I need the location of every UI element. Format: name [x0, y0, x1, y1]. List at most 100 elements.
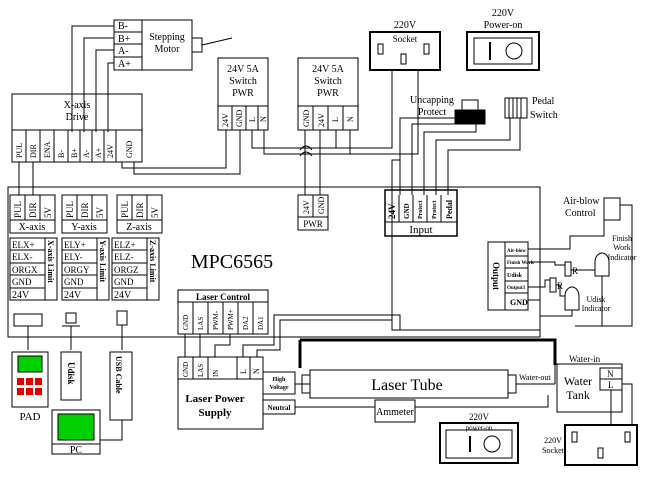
- resistor-label: R: [572, 266, 578, 276]
- drive-pin: GND: [125, 140, 134, 158]
- finish-label-1: Finish: [612, 234, 632, 243]
- pad-device: [11, 351, 49, 408]
- stepper-pin: A-: [118, 46, 129, 57]
- water-out-label: Water-out: [519, 373, 551, 382]
- stepper-title-2: Motor: [155, 44, 181, 55]
- drive-pin: A-: [82, 149, 91, 158]
- psu1-pin: 24V: [221, 113, 230, 127]
- input-label: Input: [409, 224, 432, 236]
- socket-top-label-2: Socket: [393, 34, 418, 44]
- z-limit-pin: 24V: [114, 290, 132, 301]
- z-port-pin: DIR: [135, 203, 145, 219]
- x-limit-pin: ELX-: [12, 252, 33, 262]
- pwr-pin: 24V: [302, 200, 311, 214]
- drive-pin: ENA: [43, 141, 52, 158]
- drive-pin: A+: [94, 147, 103, 158]
- water-tank-pin: N: [607, 369, 614, 379]
- psu2-line-2: Switch: [314, 76, 342, 87]
- udisk-indicator-label-2: Indicator: [582, 304, 611, 313]
- z-port-pin: 5V: [150, 207, 160, 219]
- ammeter: [374, 399, 416, 423]
- resistor-label: R: [557, 281, 563, 291]
- pedal-switch: [504, 97, 528, 119]
- laser-control-label: Laser Control: [196, 292, 250, 302]
- socket-bottom-label-2: Socket: [542, 446, 565, 455]
- laser-control-pin: DA1: [257, 316, 265, 330]
- x-limit-pin: ELX+: [12, 240, 35, 250]
- output-pin: GND: [510, 298, 528, 307]
- z-port-label: Z-axis: [126, 222, 152, 233]
- air-blow-label-2: Control: [565, 208, 596, 219]
- y-limit-pin: ELY+: [64, 240, 86, 250]
- drive-pin: 24V: [106, 144, 115, 158]
- z-limit-pin: GND: [114, 277, 134, 287]
- y-limit-pin: ELY-: [64, 252, 83, 262]
- udisk-device: [60, 351, 82, 401]
- laser-control-pin: PWM-: [212, 310, 220, 330]
- water-tank-label-1: Water: [564, 374, 592, 388]
- uncapping-label-1: Uncapping: [410, 95, 454, 106]
- udisk-lamp: [564, 286, 580, 311]
- drive-pin: B+: [70, 148, 79, 158]
- high-voltage-label-2: Voltage: [269, 385, 288, 391]
- air-blow-label-1: Air-blow: [563, 196, 600, 207]
- drive-pin: B-: [57, 150, 66, 158]
- psu1-line-3: PWR: [232, 88, 254, 99]
- x-drive-title-1: X-axis: [64, 100, 91, 111]
- x-limit-pin: ORGX: [12, 265, 38, 275]
- finish-label-3: Indicator: [608, 253, 637, 262]
- x-port-pin: DIR: [28, 203, 38, 219]
- psu1-pin: N: [259, 116, 268, 122]
- z-limit-pin: ELZ-: [114, 252, 134, 262]
- pc-device: [51, 409, 101, 455]
- laser-control-pin: DA2: [242, 316, 250, 330]
- psu2-line-1: 24V 5A: [312, 64, 345, 75]
- laser-control-pin: PWM+: [227, 309, 235, 330]
- power-on-bottom: [439, 422, 519, 464]
- input-pin: GND: [403, 203, 411, 219]
- input-pin: 24V: [387, 203, 397, 219]
- pad-label: PAD: [20, 411, 41, 423]
- drive-pin: DIR: [29, 144, 38, 158]
- socket-top-label-1: 220V: [394, 20, 417, 31]
- usb-port-icon: [116, 310, 128, 326]
- x-limit-pin: GND: [12, 277, 32, 287]
- lps-pin: LAS: [197, 364, 205, 377]
- output-pin: Air-blow: [507, 249, 526, 254]
- lps-title-2: Supply: [198, 407, 232, 419]
- power-on-bottom-label-2: power-on: [466, 424, 493, 432]
- lps-title-1: Laser Power: [185, 393, 244, 405]
- y-limit-pin: 24V: [64, 290, 82, 301]
- stepper-pin: B-: [118, 21, 128, 32]
- input-pin: Protect: [418, 200, 424, 219]
- socket-bottom-label-1: 220V: [544, 436, 562, 445]
- psu2-pin: 24V: [317, 113, 326, 127]
- laser-control-pin: LAS: [197, 317, 205, 330]
- usb-cable-device: [109, 351, 133, 421]
- usb-label: USB Cable: [114, 356, 123, 394]
- output-pin: Udisk: [507, 273, 523, 279]
- stepper-title-1: Stepping: [149, 32, 185, 43]
- power-on-top-label-2: Power-on: [484, 20, 523, 31]
- socket-top: [369, 31, 441, 71]
- y-limit-pin: GND: [64, 277, 84, 287]
- db9-port-icon: [13, 313, 43, 327]
- laser-control-pin: GND: [182, 315, 190, 330]
- y-limit-label: Y-axis Limit: [98, 240, 107, 282]
- z-port-pin: PUL: [120, 201, 130, 218]
- output-pin: Finish Work: [507, 261, 534, 266]
- udisk-label: Udisk: [66, 362, 76, 385]
- x-drive-title-2: Drive: [66, 112, 89, 123]
- input-pin: Protect: [432, 200, 438, 219]
- power-on-bottom-label-1: 220V: [469, 412, 490, 422]
- x-axis-drive: [11, 93, 143, 163]
- water-tank-pin: L: [608, 380, 614, 390]
- controller-name: MPC6565: [191, 251, 273, 273]
- psu1-pin: L: [248, 117, 257, 122]
- x-limit-label: X-axis Limit: [46, 240, 55, 283]
- udisk-indicator-label-1: Udisk: [586, 295, 605, 304]
- y-port-pin: 5V: [95, 207, 105, 219]
- y-port-pin: PUL: [65, 201, 75, 218]
- power-on-top-label-1: 220V: [492, 8, 515, 19]
